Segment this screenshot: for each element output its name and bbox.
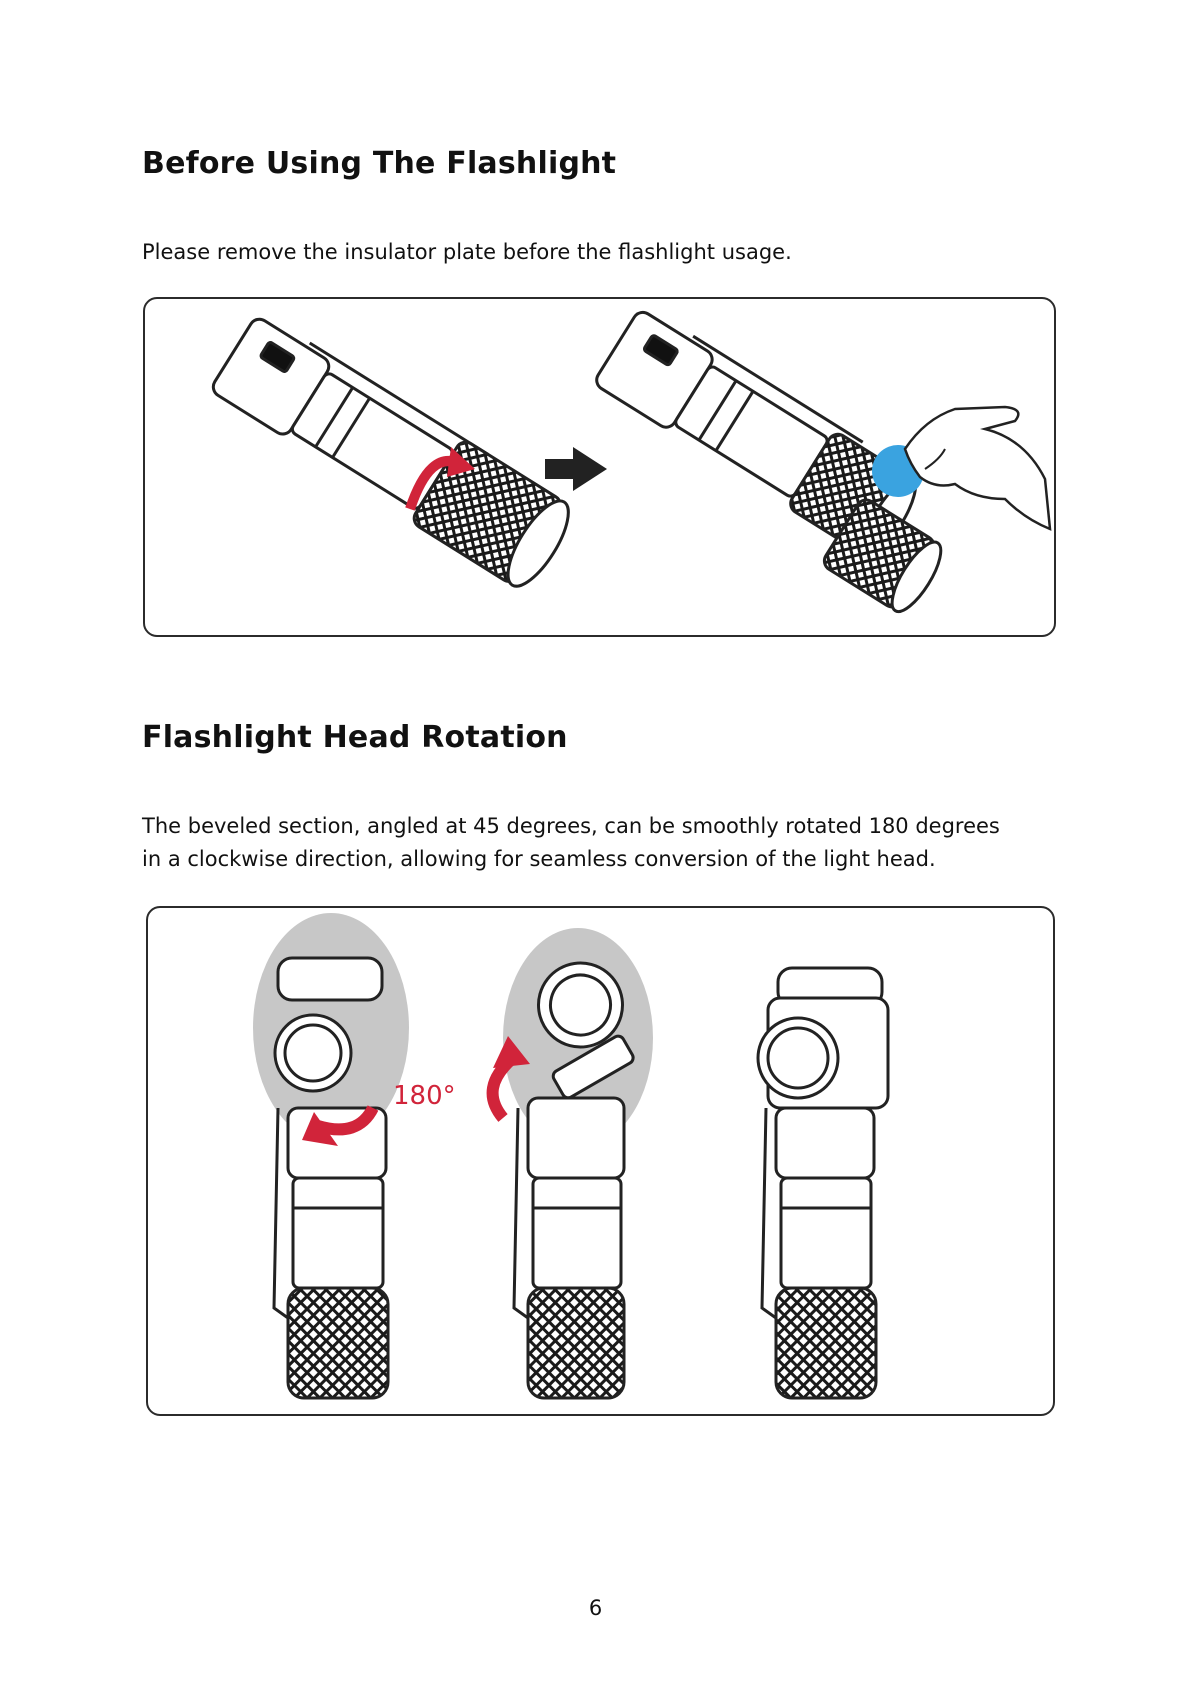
flashlight-position-3 bbox=[758, 968, 888, 1398]
insulator-removal-illustration bbox=[145, 299, 1054, 635]
page-number: 6 bbox=[0, 1596, 1191, 1620]
insulator-instruction-text: Please remove the insulator plate before… bbox=[142, 236, 1042, 269]
head-rotation-illustration: 180° bbox=[148, 908, 1053, 1414]
flashlight-position-2 bbox=[493, 928, 655, 1398]
section-heading-head-rotation: Flashlight Head Rotation bbox=[142, 720, 568, 755]
flashlight-position-1: 180° bbox=[253, 913, 456, 1398]
rotation-degree-label: 180° bbox=[393, 1081, 456, 1111]
flashlight-closed-illustration bbox=[207, 311, 579, 594]
head-rotation-figure: 180° bbox=[146, 906, 1055, 1416]
flashlight-open-illustration bbox=[592, 304, 1050, 618]
section-heading-before-using: Before Using The Flashlight bbox=[142, 146, 616, 181]
insulator-removal-figure bbox=[143, 297, 1056, 637]
right-arrow-icon bbox=[545, 447, 607, 491]
rotation-description-text: The beveled section, angled at 45 degree… bbox=[142, 810, 1022, 876]
